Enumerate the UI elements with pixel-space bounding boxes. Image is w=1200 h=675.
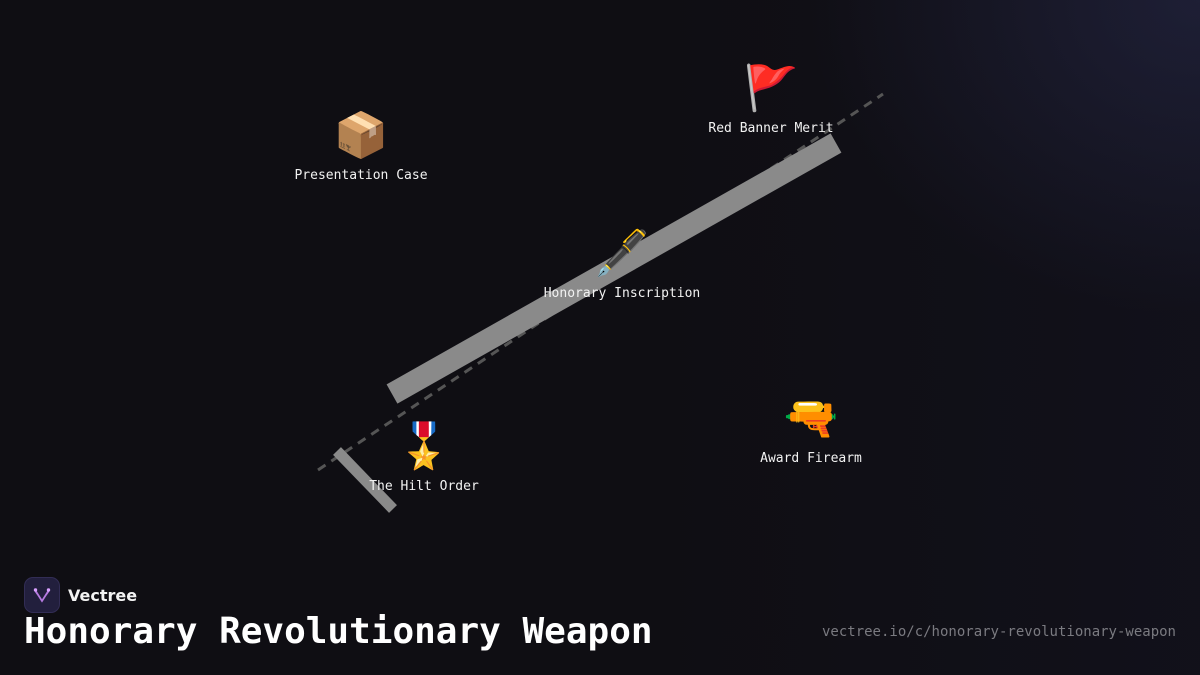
fountain-pen-icon: 🖋️ [594, 228, 650, 279]
pistol-icon: 🔫 [783, 393, 839, 444]
node-label: Presentation Case [294, 168, 428, 183]
package-icon: 📦 [333, 110, 389, 161]
node-label: Award Firearm [760, 451, 862, 466]
brand-name: Vectree [68, 585, 138, 605]
node-the-hilt-order[interactable]: 🎖️ The Hilt Order [369, 421, 479, 494]
node-red-banner-merit[interactable]: 🚩 Red Banner Merit [708, 63, 833, 136]
node-label: The Hilt Order [369, 479, 479, 494]
page-title: Honorary Revolutionary Weapon [24, 611, 653, 652]
red-flag-icon: 🚩 [743, 63, 799, 114]
node-label: Red Banner Merit [708, 121, 834, 136]
node-honorary-inscription[interactable]: 🖋️ Honorary Inscription [544, 228, 701, 301]
node-award-firearm[interactable]: 🔫 Award Firearm [760, 393, 862, 466]
sword-crossguard [333, 447, 397, 513]
brand[interactable]: Vectree [24, 577, 137, 613]
military-medal-icon: 🎖️ [396, 421, 452, 472]
branching-tree-icon [24, 577, 60, 613]
sword-blade [386, 133, 842, 404]
node-presentation-case[interactable]: 📦 Presentation Case [294, 110, 427, 183]
page-url[interactable]: vectree.io/c/honorary-revolutionary-weap… [821, 624, 1176, 640]
node-label: Honorary Inscription [543, 286, 701, 301]
